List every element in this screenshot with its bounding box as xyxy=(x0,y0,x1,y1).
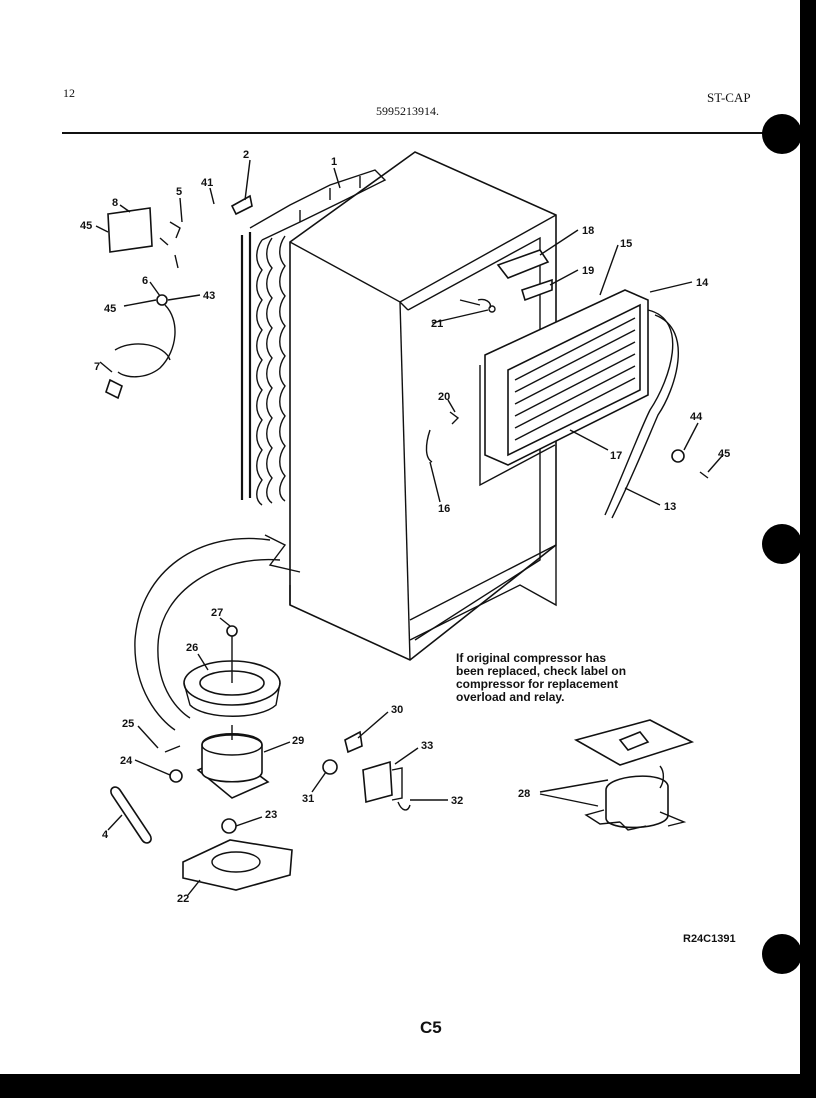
callout-labels: 1 2 5 6 7 8 13 14 15 16 17 18 19 20 21 2… xyxy=(80,149,730,905)
callout-23: 23 xyxy=(265,809,277,821)
callout-1: 1 xyxy=(331,156,337,168)
callout-32: 32 xyxy=(451,795,463,807)
callout-33: 33 xyxy=(421,740,433,752)
note-line: overload and relay. xyxy=(456,690,565,704)
model-code: ST-CAP xyxy=(707,90,751,105)
callout-26: 26 xyxy=(186,642,198,654)
note-line: been replaced, check label on xyxy=(456,664,627,678)
drawing-sheet: 12 5995213914. ST-CAP xyxy=(0,0,800,1074)
compressor-assembly xyxy=(110,625,411,891)
page-footer: C5 xyxy=(420,1018,442,1037)
callout-28: 28 xyxy=(518,788,530,800)
callout-17: 17 xyxy=(610,450,622,462)
callout-43: 43 xyxy=(203,290,215,302)
callout-24: 24 xyxy=(120,755,133,767)
callout-45-left: 45 xyxy=(104,303,116,315)
callout-19: 19 xyxy=(582,265,594,277)
refrigerator-cabinet xyxy=(289,151,557,661)
callout-16: 16 xyxy=(438,503,450,515)
callout-15: 15 xyxy=(620,238,632,250)
condenser-coil xyxy=(240,169,387,506)
callout-6: 6 xyxy=(142,275,148,287)
callout-31: 31 xyxy=(302,793,314,805)
callout-30: 30 xyxy=(391,704,403,716)
callout-2: 2 xyxy=(243,149,249,161)
callout-29: 29 xyxy=(292,735,304,747)
small-parts xyxy=(105,194,709,479)
callout-41: 41 xyxy=(201,177,213,189)
exploded-parts-diagram: 1 2 5 6 7 8 13 14 15 16 17 18 19 20 21 2… xyxy=(80,149,730,905)
drain-tube xyxy=(134,534,301,731)
callout-18: 18 xyxy=(582,225,594,237)
callout-20: 20 xyxy=(438,391,450,403)
leader-lines xyxy=(95,159,723,896)
replacement-compressor xyxy=(573,719,695,831)
note-line: compressor for replacement xyxy=(456,677,619,691)
punch-hole xyxy=(762,524,802,564)
page-number: 12 xyxy=(63,86,75,100)
callout-44: 44 xyxy=(690,411,703,423)
diagram-code: R24C1391 xyxy=(683,933,736,945)
callout-25: 25 xyxy=(122,718,134,730)
callout-5: 5 xyxy=(176,186,182,198)
callout-13: 13 xyxy=(664,501,676,513)
note-line: If original compressor has xyxy=(456,651,607,665)
replacement-note: If original compressor has been replaced… xyxy=(456,652,686,704)
callout-45: 45 xyxy=(718,448,730,460)
callout-8: 8 xyxy=(112,197,118,209)
evaporator xyxy=(479,289,680,519)
callout-4: 4 xyxy=(102,829,109,841)
callout-27: 27 xyxy=(211,607,223,619)
callout-14: 14 xyxy=(696,277,709,289)
punch-hole xyxy=(762,114,802,154)
punch-hole xyxy=(762,934,802,974)
header-rule xyxy=(62,132,765,134)
callout-45-upper: 45 xyxy=(80,220,92,232)
callout-7: 7 xyxy=(94,361,100,373)
callout-21: 21 xyxy=(431,318,443,330)
callout-22: 22 xyxy=(177,893,189,905)
model-number: 5995213914. xyxy=(376,104,439,118)
